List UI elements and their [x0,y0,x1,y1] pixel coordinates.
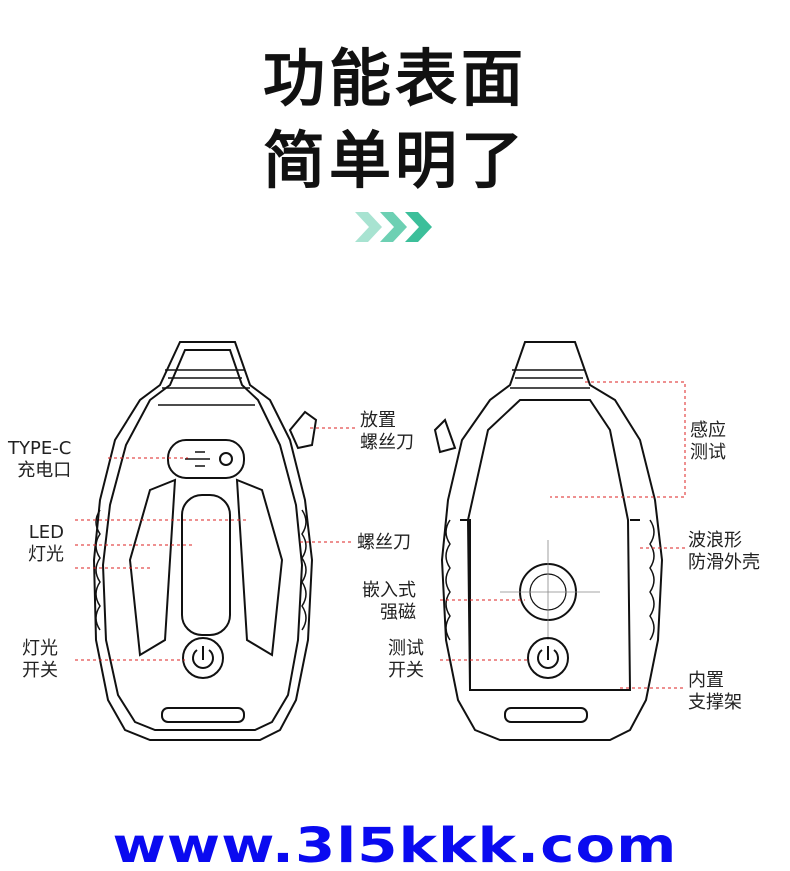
label-wave-shell: 波浪形 防滑外壳 [688,530,760,573]
label-light-switch: 灯光 开关 [22,638,58,681]
label-typec-port: TYPE-C 充电口 [8,438,72,481]
right-leader-lines [440,381,686,689]
left-leader-lines [75,427,355,661]
label-bracket: 内置 支撑架 [688,670,742,713]
watermark: www.3l5kkk.com [112,818,678,871]
label-screwdriver: 螺丝刀 [357,532,411,553]
label-test-switch: 测试 开关 [388,638,424,681]
label-sensor-test: 感应 测试 [690,420,726,463]
heading-line-1: 功能表面 [262,42,527,115]
left-device-front-view [92,341,318,741]
label-led-light: LED 灯光 [28,522,64,565]
label-embedded-magnet: 嵌入式 强磁 [362,580,416,623]
heading-line-2: 简单明了 [262,124,527,197]
chevron-arrows-icon [355,212,432,242]
right-device-back-view [433,341,664,741]
label-screwdriver-storage: 放置 螺丝刀 [360,410,414,453]
